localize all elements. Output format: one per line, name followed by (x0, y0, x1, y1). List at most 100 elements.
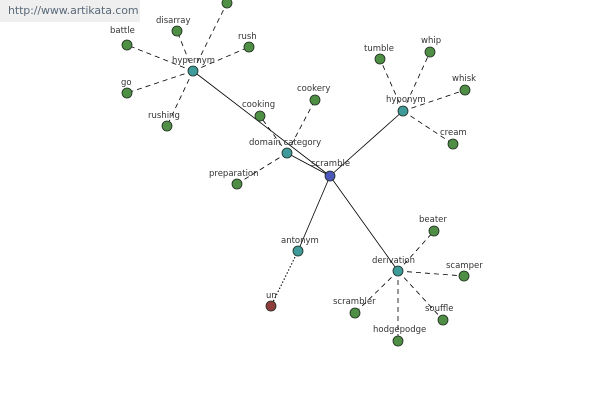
node-preparation[interactable]: preparation (209, 169, 259, 190)
node-label-disarray: disarray (156, 16, 190, 26)
word-node-icon[interactable] (121, 87, 133, 99)
word-node-icon[interactable] (265, 300, 277, 312)
node-label-cream: cream (440, 128, 467, 138)
edge-antonym-to-un (270, 250, 299, 307)
node-cream[interactable]: cream (440, 128, 467, 150)
relation-node-icon[interactable] (392, 265, 404, 277)
node-domain-category[interactable]: domain category (249, 138, 321, 159)
word-node-icon[interactable] (254, 110, 266, 122)
node-label-scamper: scamper (446, 261, 483, 271)
edge-scramble-to-hypernym (192, 70, 331, 177)
word-node-icon[interactable] (447, 138, 459, 150)
node-label-whisk: whisk (452, 74, 476, 84)
relation-node-icon[interactable] (187, 65, 199, 77)
node-label-rush: rush (238, 32, 257, 42)
edge-scramble-to-derivation (329, 175, 399, 272)
node-label-cookery: cookery (297, 84, 330, 94)
edge-hyponym-to-tumble (379, 58, 404, 112)
center-node-icon[interactable] (324, 170, 336, 182)
edge-domain-category-to-cookery (286, 99, 316, 154)
edge-hypernym-to-go (126, 70, 194, 94)
node-un[interactable]: un (265, 291, 277, 312)
node-cooking[interactable]: cooking (242, 100, 275, 122)
word-node-icon[interactable] (458, 270, 470, 282)
node-scramble[interactable]: scramble (311, 159, 350, 182)
node-whisk[interactable]: whisk (452, 74, 476, 96)
node-label-preparation: preparation (209, 169, 259, 179)
node-label-beater: beater (419, 215, 447, 225)
node-hodgepodge[interactable]: hodgepodge (373, 325, 426, 347)
node-top-partial[interactable] (221, 0, 233, 9)
edge-hypernym-to-rush (192, 46, 250, 72)
node-label-rushing: rushing (148, 111, 180, 121)
word-node-icon[interactable] (459, 84, 471, 96)
relation-node-icon[interactable] (292, 245, 304, 257)
graph-nodes: scramble hypernym hyponym domain category an… (110, 0, 483, 347)
edge-hyponym-to-cream (402, 110, 454, 145)
edge-hypernym-to-top-partial (192, 2, 228, 72)
node-label-go: go (121, 78, 132, 88)
relation-node-icon[interactable] (397, 105, 409, 117)
node-rushing[interactable]: rushing (148, 111, 180, 132)
word-node-icon[interactable] (374, 53, 386, 65)
node-disarray[interactable]: disarray (156, 16, 190, 37)
node-rush[interactable]: rush (238, 32, 257, 53)
node-hyponym[interactable]: hyponym (386, 95, 426, 117)
edge-hypernym-to-rushing (166, 70, 194, 127)
edge-domain-category-to-preparation (236, 152, 288, 185)
edge-scramble-to-antonym (297, 175, 331, 252)
node-hypernym[interactable]: hypernym (172, 56, 215, 77)
node-label-antonym: antonym (281, 236, 319, 246)
node-label-domain-category: domain category (249, 138, 321, 148)
node-label-tumble: tumble (364, 44, 394, 54)
node-label-derivation: derivation (372, 256, 415, 266)
edge-hypernym-to-disarray (176, 30, 194, 72)
node-battle[interactable]: battle (110, 26, 135, 51)
edge-scramble-to-hyponym (329, 110, 404, 177)
node-label-cooking: cooking (242, 100, 275, 110)
graph-edges (126, 2, 466, 341)
edge-scramble-to-domain-category (286, 152, 331, 177)
relation-node-icon[interactable] (281, 147, 293, 159)
word-node-icon[interactable] (424, 46, 436, 58)
node-scrambler[interactable]: scrambler (333, 297, 376, 319)
node-souffle[interactable]: souffle (425, 304, 453, 326)
node-whip[interactable]: whip (421, 36, 441, 58)
edge-hyponym-to-whip (402, 51, 431, 112)
node-label-un: un (266, 291, 277, 301)
edge-derivation-to-scamper (397, 270, 465, 277)
node-cookery[interactable]: cookery (297, 84, 330, 106)
node-label-souffle: souffle (425, 304, 453, 314)
word-node-icon[interactable] (349, 307, 361, 319)
word-node-icon[interactable] (221, 0, 233, 9)
word-node-icon[interactable] (309, 94, 321, 106)
word-node-icon[interactable] (161, 120, 173, 132)
word-node-icon[interactable] (231, 178, 243, 190)
node-beater[interactable]: beater (419, 215, 447, 237)
word-node-icon[interactable] (428, 225, 440, 237)
word-node-icon[interactable] (392, 335, 404, 347)
node-derivation[interactable]: derivation (372, 256, 415, 277)
edge-hyponym-to-whisk (402, 89, 466, 112)
node-scamper[interactable]: scamper (446, 261, 483, 282)
site-watermark: http://www.artikata.com (0, 0, 140, 22)
node-label-battle: battle (110, 26, 135, 36)
edge-hypernym-to-battle (126, 44, 194, 72)
edge-derivation-to-souffle (397, 270, 444, 321)
word-node-icon[interactable] (171, 25, 183, 37)
node-label-hodgepodge: hodgepodge (373, 325, 426, 335)
node-label-hypernym: hypernym (172, 56, 215, 66)
node-tumble[interactable]: tumble (364, 44, 394, 65)
word-node-icon[interactable] (243, 41, 255, 53)
node-antonym[interactable]: antonym (281, 236, 319, 257)
word-node-icon[interactable] (121, 39, 133, 51)
node-label-whip: whip (421, 36, 441, 46)
node-label-scrambler: scrambler (333, 297, 376, 307)
node-go[interactable]: go (121, 78, 133, 99)
edge-derivation-to-scrambler (354, 270, 399, 314)
word-node-icon[interactable] (437, 314, 449, 326)
edge-domain-category-to-cooking (259, 115, 288, 154)
node-label-scramble: scramble (311, 159, 350, 169)
